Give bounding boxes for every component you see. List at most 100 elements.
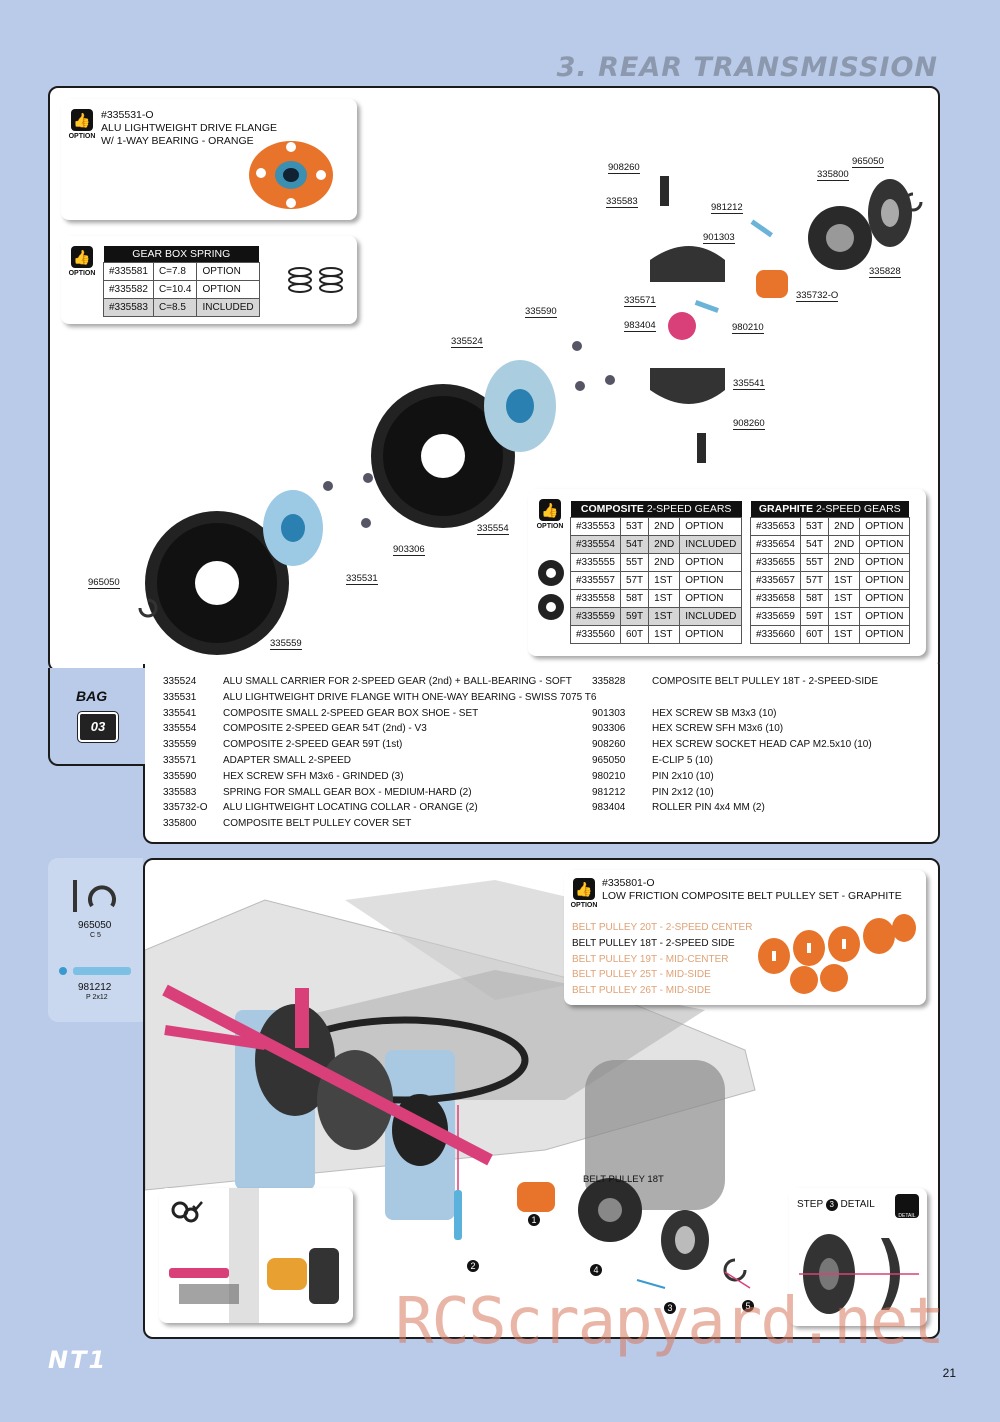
label-335732-O: 335732-O — [796, 290, 839, 302]
side-part-sub-1: P 2x12 — [86, 994, 108, 1001]
page-number: 21 — [942, 1366, 956, 1380]
bag-label: BAG — [76, 688, 108, 704]
label-335800: 335800 — [817, 169, 849, 181]
option-thumb-icon: 👍OPTION — [68, 109, 96, 147]
orange-pulleys-image — [758, 914, 916, 994]
side-part-num-0: 965050 — [78, 920, 112, 931]
label-980210: 980210 — [732, 322, 764, 334]
label-335531: 335531 — [346, 573, 378, 585]
pin-icon — [59, 967, 131, 975]
list-item — [592, 690, 878, 706]
label-335571: 335571 — [624, 295, 656, 307]
side-parts-panel: 965050 C 5 981212 P 2x12 — [48, 858, 143, 1022]
label-335541: 335541 — [733, 378, 765, 390]
exploded-view-panel: 👍OPTION #335531-O ALU LIGHTWEIGHT DRIVE … — [48, 86, 940, 672]
exploded-diagram — [138, 176, 923, 655]
step-3: 3 — [667, 1303, 672, 1313]
option-thumb-icon: 👍OPTION — [68, 246, 96, 284]
list-item: BELT PULLEY 20T - 2-SPEED CENTER — [572, 922, 753, 933]
label-965050-top: 965050 — [852, 156, 884, 168]
bag-tab: BAG 03 — [48, 668, 145, 766]
option-flange-callout: 👍OPTION #335531-O ALU LIGHTWEIGHT DRIVE … — [61, 99, 357, 220]
e-clip-icon — [73, 880, 116, 912]
detail-inset-image — [169, 1188, 339, 1323]
label-903306: 903306 — [393, 544, 425, 556]
step-4: 4 — [593, 1265, 598, 1275]
nt1-logo: NT1 — [48, 1346, 108, 1374]
watermark: RCScrapyard.net — [395, 1285, 945, 1359]
option-flange-code: #335531-O — [101, 109, 154, 121]
belt-option-code: #335801-O — [602, 877, 655, 889]
label-908260-top: 908260 — [608, 162, 640, 174]
step-detail-image — [799, 1234, 919, 1314]
option-thumb-icon: 👍OPTION — [570, 878, 598, 916]
label-335590: 335590 — [525, 306, 557, 318]
list-item: BELT PULLEY 18T - 2-SPEED SIDE — [572, 937, 735, 949]
side-part-sub-0: C 5 — [90, 932, 101, 939]
gear-thumbnail-image — [538, 560, 564, 620]
orange-flange-image — [249, 141, 333, 209]
step-detail-label: STEP 3 DETAIL — [797, 1199, 875, 1211]
page-title: 3. REAR TRANSMISSION — [556, 52, 938, 83]
step-5: 5 — [745, 1301, 750, 1311]
list-item: BELT PULLEY 25T - MID-SIDE — [572, 969, 711, 981]
label-981212: 981212 — [711, 202, 743, 214]
label-983404: 983404 — [624, 320, 656, 332]
option-thumb-icon: 👍OPTION — [536, 499, 564, 537]
belt-pulley-list: BELT PULLEY 20T - 2-SPEED CENTER BELT PUL… — [572, 920, 752, 999]
label-335559: 335559 — [270, 638, 302, 650]
label-335524: 335524 — [451, 336, 483, 348]
belt-option-title: LOW FRICTION COMPOSITE BELT PULLEY SET -… — [602, 890, 902, 902]
label-901303: 901303 — [703, 232, 735, 244]
step-detail-inset: STEP 3 DETAIL DETAIL — [789, 1188, 927, 1326]
list-item: BELT PULLEY 19T - MID-CENTER — [572, 953, 729, 965]
option-flange-line1: ALU LIGHTWEIGHT DRIVE FLANGE — [101, 122, 278, 134]
step-1: 1 — [531, 1215, 536, 1225]
belt-pulley-label: BELT PULLEY 18T — [583, 1174, 664, 1185]
label-335828: 335828 — [869, 266, 901, 278]
spring-image — [288, 267, 343, 293]
step-2: 2 — [470, 1261, 475, 1271]
detail-badge-icon: DETAIL — [895, 1194, 919, 1218]
list-item: BELT PULLEY 26T - MID-SIDE — [572, 985, 711, 997]
bag-number: 03 — [77, 711, 119, 743]
label-908260-bottom: 908260 — [733, 418, 765, 430]
label-965050-bottom: 965050 — [88, 577, 120, 589]
detail-inset — [159, 1188, 353, 1323]
